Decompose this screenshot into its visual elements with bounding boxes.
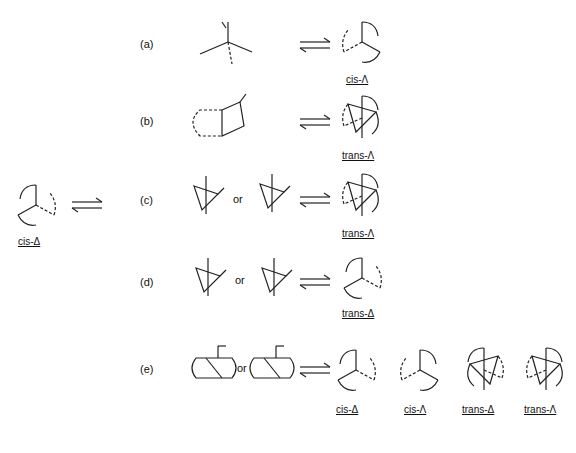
complex-sketch (193, 94, 246, 136)
equilibrium-arrows (300, 363, 330, 377)
complex-sketch (344, 258, 381, 298)
text-label: (d) (140, 276, 153, 288)
isomer-label: cis-Δ (18, 236, 40, 247)
complex-sketch (468, 348, 504, 390)
complex-sketch (250, 346, 294, 378)
complex-sketch (343, 96, 379, 138)
complex-sketch (527, 348, 563, 390)
complex-sketch (200, 22, 252, 64)
complex-sketch (262, 258, 292, 296)
isomer-label: trans-Λ (342, 150, 374, 161)
text-label: or (235, 274, 245, 286)
text-label: (a) (140, 38, 153, 50)
complex-sketch (401, 350, 438, 390)
complex-sketch (338, 350, 375, 390)
isomer-label: trans-Δ (342, 308, 374, 319)
text-label: (e) (140, 363, 153, 375)
isomer-label: cis-Λ (346, 74, 368, 85)
text-label: or (237, 362, 247, 374)
equilibrium-arrows (300, 115, 330, 129)
complex-sketch (192, 346, 236, 378)
complex-sketch (194, 176, 224, 214)
equilibrium-arrows (300, 275, 330, 289)
complex-sketch (196, 258, 226, 296)
text-label: (c) (140, 194, 153, 206)
text-label: (b) (140, 115, 153, 127)
isomer-label: trans-Λ (524, 404, 556, 415)
isomer-label: trans-Λ (342, 228, 374, 239)
complex-sketch (260, 174, 290, 212)
equilibrium-arrows (72, 198, 102, 212)
complex-sketch (343, 22, 380, 62)
isomer-label: cis-Δ (336, 404, 358, 415)
complex-sketch (18, 185, 55, 225)
text-label: or (233, 193, 243, 205)
isomer-label: cis-Λ (404, 404, 426, 415)
isomer-label: trans-Δ (462, 404, 494, 415)
equilibrium-arrows (300, 38, 330, 52)
equilibrium-arrows (300, 193, 330, 207)
complex-sketch (343, 174, 379, 216)
